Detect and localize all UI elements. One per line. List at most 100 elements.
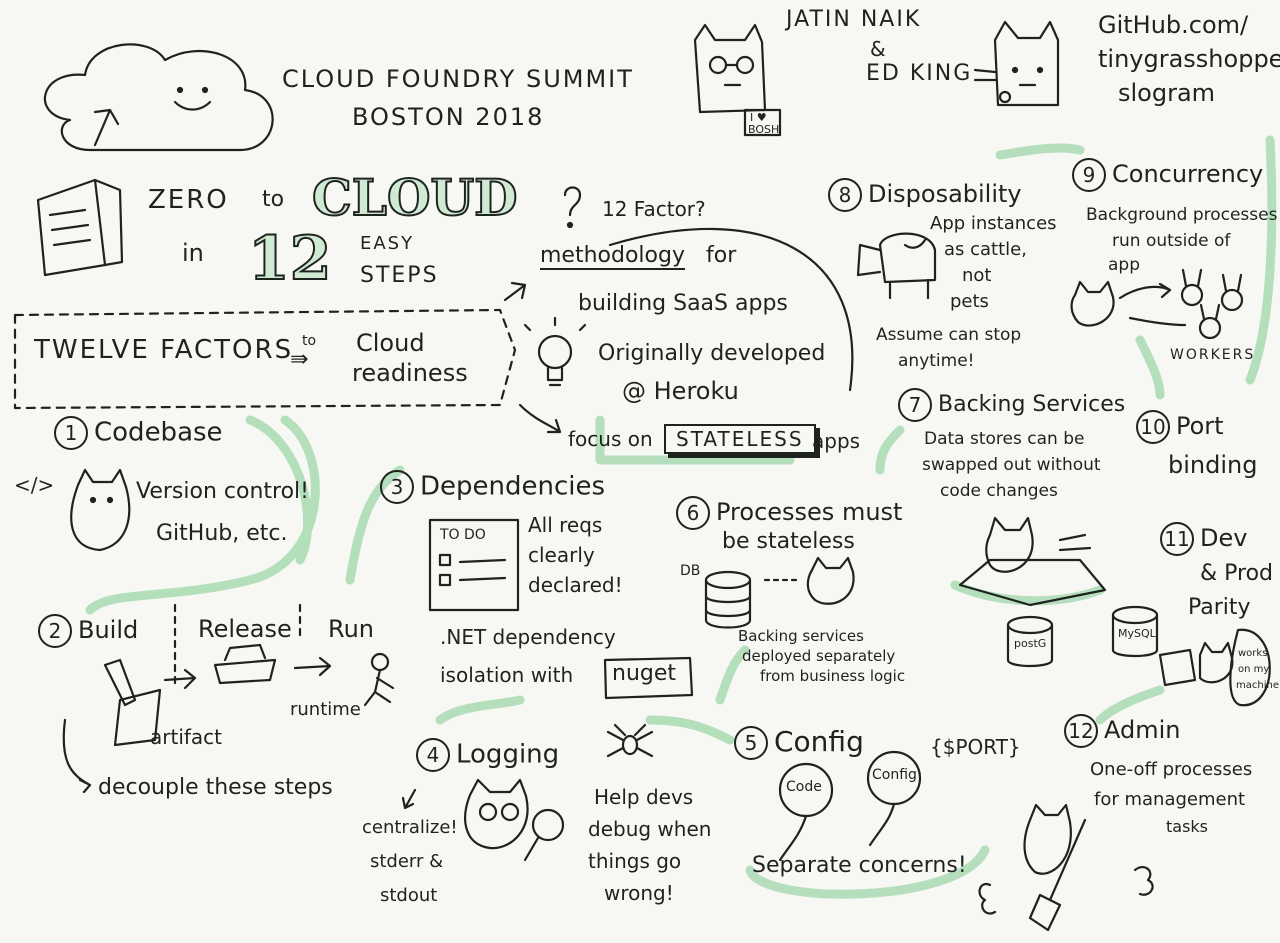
title-in: in bbox=[182, 239, 204, 267]
factor-11-label-line1: Dev bbox=[1200, 524, 1248, 552]
server-icon bbox=[36, 178, 124, 277]
banner-readiness: readiness bbox=[352, 359, 468, 387]
event-location-year: BOSTON 2018 bbox=[352, 103, 545, 131]
stateless-db-label: DB bbox=[680, 563, 701, 579]
intro-focus-on: focus on bbox=[568, 427, 653, 451]
codebase-tag: </> bbox=[14, 473, 55, 497]
deps-line1: All reqs bbox=[528, 513, 603, 537]
repo-link-line1[interactable]: GitHub.com/ bbox=[1098, 11, 1249, 39]
factor-6-number: 6 bbox=[676, 496, 710, 530]
flow-path-5-6 bbox=[715, 645, 750, 705]
parity-bubble-2: on my bbox=[1238, 664, 1270, 675]
logging-help-3: things go bbox=[588, 849, 682, 873]
title-to: to bbox=[262, 187, 285, 212]
logging-help-2: debug when bbox=[588, 817, 712, 841]
backing-line1: Data stores can be bbox=[924, 429, 1085, 449]
factor-10-number: 10 bbox=[1136, 410, 1170, 444]
stateless-note-1: Backing services bbox=[738, 627, 864, 645]
deps-line2: clearly bbox=[528, 543, 595, 567]
intro-heroku: @ Heroku bbox=[622, 377, 739, 405]
rug-cat-icon bbox=[958, 516, 1107, 607]
codebase-cat-icon bbox=[70, 468, 131, 552]
deps-net-line1: .NET dependency bbox=[440, 625, 616, 649]
codebase-outline bbox=[245, 415, 313, 565]
banner-twelve-factors: TWELVE FACTORS bbox=[34, 335, 294, 365]
disposability-line3: not bbox=[962, 265, 992, 286]
flow-path-8-9 bbox=[995, 143, 1085, 160]
codebase-line2: GitHub, etc. bbox=[156, 521, 288, 546]
concurrency-workers: WORKERS bbox=[1170, 347, 1256, 363]
factor-12-number: 12 bbox=[1064, 714, 1098, 748]
concurrency-line3: app bbox=[1108, 255, 1140, 275]
flow-path-9-10 bbox=[1135, 335, 1165, 400]
intro-building: building SaaS apps bbox=[578, 291, 788, 316]
cow-icon bbox=[856, 232, 937, 300]
speaker-1: JATIN NAIK bbox=[786, 7, 922, 32]
codebase-line1: Version control! bbox=[136, 479, 309, 504]
config-cloud-shade bbox=[745, 845, 990, 899]
banner-to: to bbox=[302, 333, 317, 349]
spider-icon bbox=[606, 723, 654, 758]
speaker-2: ED KING bbox=[866, 61, 973, 86]
laptop-cat-icon bbox=[1158, 628, 1271, 707]
config-config-balloon: Config bbox=[872, 767, 917, 783]
flow-path-4-5 bbox=[645, 715, 735, 745]
logging-help-1: Help devs bbox=[594, 785, 694, 809]
logging-centralize: centralize! bbox=[362, 817, 458, 838]
backing-line2: swapped out without bbox=[922, 455, 1101, 475]
intro-question: 12 Factor? bbox=[602, 197, 706, 221]
config-balloons-icon bbox=[778, 750, 922, 862]
repo-link-line2[interactable]: tinygrasshopper/ bbox=[1098, 45, 1280, 73]
logging-help-4: wrong! bbox=[604, 881, 674, 905]
title-twelve: 12 bbox=[247, 224, 332, 294]
box-shadow-1 bbox=[595, 415, 795, 465]
stateless-note-3: from business logic bbox=[760, 667, 906, 685]
config-note: Separate concerns! bbox=[752, 853, 967, 878]
deps-net-line2: isolation with bbox=[440, 663, 574, 687]
title-cloud: CLOUD bbox=[311, 168, 518, 227]
concurrency-outline bbox=[1245, 135, 1277, 385]
banner-arrow: ⇛ bbox=[290, 347, 309, 372]
intro-apps: apps bbox=[812, 429, 861, 453]
factor-9-label: Concurrency bbox=[1112, 160, 1264, 188]
cat-ed-icon bbox=[973, 20, 1060, 107]
disposability-line6: anytime! bbox=[898, 351, 975, 371]
factor-4-number: 4 bbox=[416, 738, 450, 772]
factor-5-number: 5 bbox=[734, 726, 768, 760]
factor-2-build: Build bbox=[78, 616, 139, 644]
database-icon bbox=[704, 570, 802, 629]
factor-12-label: Admin bbox=[1104, 716, 1181, 744]
factor-6-label-line1: Processes must bbox=[716, 498, 903, 526]
concurrency-cat-icon bbox=[1070, 280, 1187, 327]
factor-8-label: Disposability bbox=[868, 180, 1022, 208]
flow-path-6-7 bbox=[875, 425, 905, 475]
logging-cat-icon bbox=[464, 778, 565, 862]
concurrency-line2: run outside of bbox=[1112, 231, 1231, 251]
factor-2-release: Release bbox=[198, 615, 292, 643]
factor-8-number: 8 bbox=[828, 178, 862, 212]
build-tool-icon bbox=[62, 603, 395, 794]
factor-3-label: Dependencies bbox=[420, 471, 606, 502]
intro-stateless: STATELESS bbox=[664, 424, 816, 454]
intro-arc bbox=[608, 227, 854, 392]
deps-nuget: nuget bbox=[612, 661, 677, 686]
factor-7-label: Backing Services bbox=[938, 392, 1126, 417]
bunny-icons bbox=[1180, 268, 1244, 340]
factor-10-label-line1: Port bbox=[1176, 412, 1224, 440]
flow-path-3-4 bbox=[435, 695, 525, 725]
repo-link-line3[interactable]: slogram bbox=[1118, 79, 1216, 107]
nuget-box bbox=[603, 656, 694, 700]
factor-1-label: Codebase bbox=[94, 417, 223, 448]
banner-cloud: Cloud bbox=[356, 329, 425, 357]
factor-11-label-line3: Parity bbox=[1188, 595, 1251, 620]
cat-sign-line2: BOSH bbox=[748, 123, 780, 136]
